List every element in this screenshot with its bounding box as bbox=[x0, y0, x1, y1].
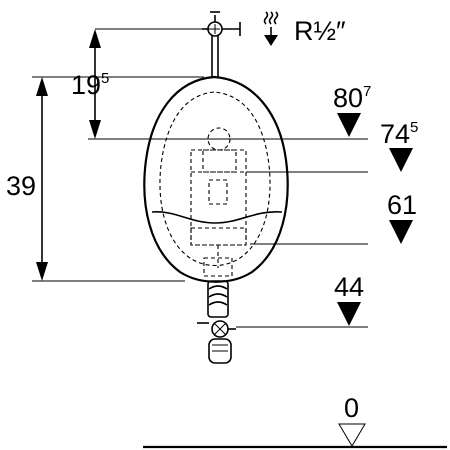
supply-thread-label: R½″ bbox=[294, 16, 346, 46]
water-flow-icon bbox=[263, 11, 279, 46]
level-74-5-triangle bbox=[389, 148, 413, 172]
level-marker-74-5: 745 bbox=[380, 119, 418, 172]
level-marker-44: 44 bbox=[334, 272, 364, 326]
drain-trap bbox=[197, 280, 236, 364]
level-74-5-label: 745 bbox=[380, 119, 418, 149]
supply-valve bbox=[202, 11, 241, 77]
dimension-19-label: 195 bbox=[71, 70, 109, 100]
level-61-triangle bbox=[389, 220, 413, 244]
level-0-triangle bbox=[338, 423, 366, 447]
level-80-7-label: 807 bbox=[333, 83, 371, 113]
level-marker-0: 0 bbox=[338, 393, 366, 447]
level-61-label: 61 bbox=[387, 190, 417, 220]
level-44-label: 44 bbox=[334, 272, 364, 302]
urinal-bowl bbox=[143, 75, 289, 283]
level-0-label: 0 bbox=[344, 393, 359, 423]
dimension-39-label: 39 bbox=[6, 171, 36, 201]
level-44-triangle bbox=[337, 302, 361, 326]
dimension-19-5: 195 bbox=[71, 29, 109, 139]
level-marker-61: 61 bbox=[387, 190, 417, 244]
level-marker-80-7: 807 bbox=[333, 83, 371, 137]
dimension-39: 39 bbox=[6, 77, 48, 281]
level-80-7-triangle bbox=[337, 113, 361, 137]
